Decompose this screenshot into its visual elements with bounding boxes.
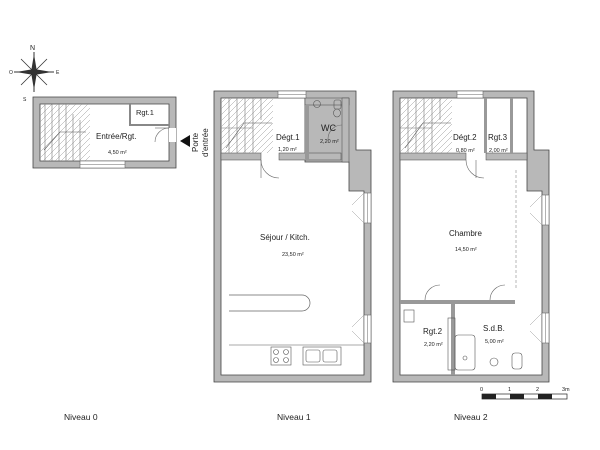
compass-rose-icon: N O E S [9,45,60,103]
scale-tick-1: 1 [508,387,511,393]
room-rgt2-name: Rgt.2 [423,327,443,336]
scale-tick-0: 0 [480,387,483,393]
level-2-stairs [400,98,452,153]
level-1-title: Niveau 1 [277,412,311,422]
kitchen-island [229,294,311,312]
level-2-title: Niveau 2 [454,412,488,422]
room-sdb-area: 5,00 m² [485,339,504,345]
entrance-label-line1: Porte [191,132,200,152]
bathroom-sink-icon [489,357,499,367]
room-degt2-name: Dégt.2 [453,133,477,142]
room-sejour-name: Séjour / Kitch. [260,233,310,242]
room-chambre-name: Chambre [449,229,482,238]
room-degt2-area: 0,80 m² [456,148,475,154]
level-0-stairs [40,104,90,161]
room-rgt3-name: Rgt.3 [488,133,508,142]
kitchen-appliances [229,344,364,366]
entrance-label-line2: d'entrée [201,128,210,157]
room-rgt3-area: 2,00 m² [489,148,508,154]
room-entree-name: Entrée/Rgt. [96,132,136,141]
room-sdb-name: S.d.B. [483,324,505,333]
room-degt1-name: Dégt.1 [276,133,300,142]
compass-west-label: O [9,70,13,76]
room-wc-name: WC [321,123,336,133]
bathroom-toilet-icon [511,352,523,370]
scale-bar: 0 1 2 3m [480,387,570,400]
room-wc-area: 2,20 m² [320,139,339,145]
room-chambre-area: 14,50 m² [455,247,477,253]
scale-tick-3: 3m [562,387,570,393]
rgt1-partition [129,104,131,126]
storage-cabinet [403,309,415,323]
level-1-door-dégt [260,159,280,179]
level-0-title: Niveau 0 [64,412,98,422]
room-degt1-area: 1,20 m² [278,147,297,153]
entrance-arrow-icon [180,135,190,147]
level-1-plan: Dégt.1 1,20 m² WC 2,20 m² Séjour / Kitch… [213,90,372,383]
level-0-plan: Rgt.1 Entrée/Rgt. 4,50 m² Porte d'entrée [32,96,210,169]
scale-tick-2: 2 [536,387,539,393]
room-rgt2-area: 2,20 m² [424,342,443,348]
compass-south-label: S [23,97,27,103]
level-2-plan: Dégt.2 0,80 m² Rgt.3 2,00 m² Chambre 14,… [392,90,550,383]
level-1-stairs [221,98,273,153]
compass-east-label: E [56,70,60,76]
level-1-door-wc [327,124,343,140]
room-entree-area: 4,50 m² [108,150,127,156]
wc-sink-icon [313,100,321,108]
room-rgt1-name: Rgt.1 [136,108,154,117]
room-sejour-area: 23,50 m² [282,252,304,258]
bathtub-icon [447,317,476,371]
entrance-door [169,128,176,142]
level-2-walls [392,90,550,383]
compass-north-label: N [30,45,35,52]
